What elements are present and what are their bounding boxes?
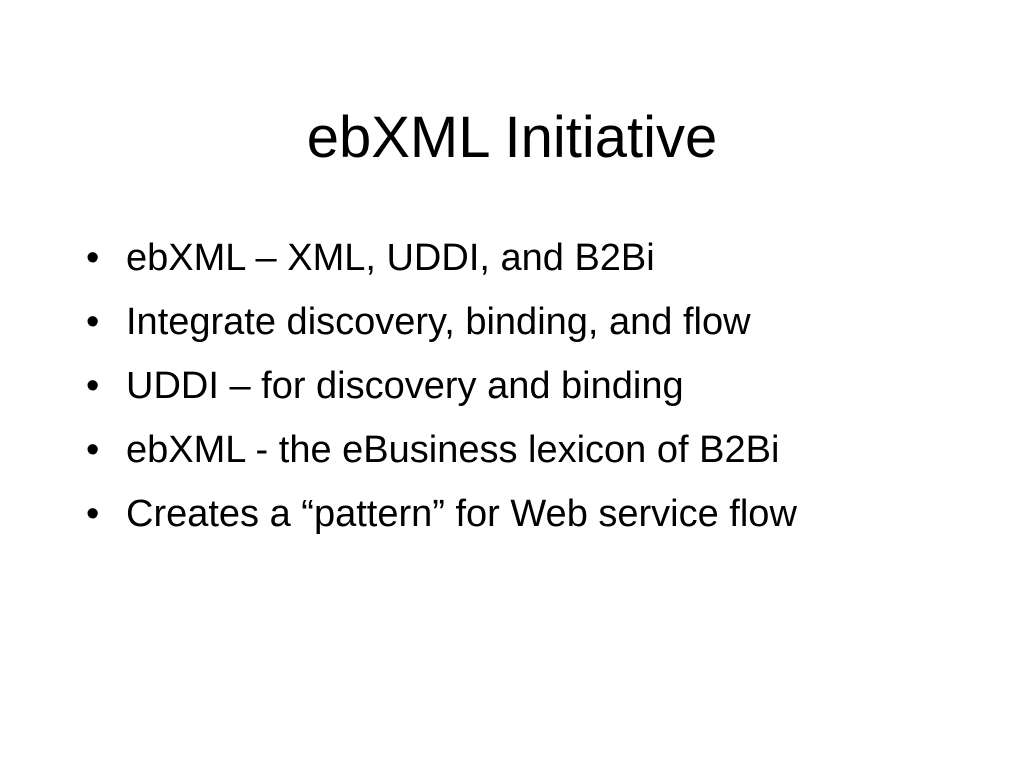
slide-title: ebXML Initiative — [306, 105, 718, 170]
bullet-icon: • — [86, 493, 100, 535]
list-item: • Creates a “pattern” for Web service fl… — [86, 482, 986, 546]
bullet-text: ebXML – XML, UDDI, and B2Bi — [126, 237, 655, 279]
bullet-text: Integrate discovery, binding, and flow — [126, 301, 751, 343]
bullet-text: UDDI – for discovery and binding — [126, 365, 684, 407]
bullet-list: • ebXML – XML, UDDI, and B2Bi • Integrat… — [86, 226, 986, 546]
bullet-icon: • — [86, 429, 100, 471]
bullet-icon: • — [86, 365, 100, 407]
bullet-icon: • — [86, 301, 100, 343]
list-item: • Integrate discovery, binding, and flow — [86, 290, 986, 354]
bullet-icon: • — [86, 237, 100, 279]
bullet-text: ebXML - the eBusiness lexicon of B2Bi — [126, 429, 780, 471]
list-item: • ebXML – XML, UDDI, and B2Bi — [86, 226, 986, 290]
bullet-text: Creates a “pattern” for Web service flow — [126, 493, 797, 535]
list-item: • UDDI – for discovery and binding — [86, 354, 986, 418]
list-item: • ebXML - the eBusiness lexicon of B2Bi — [86, 418, 986, 482]
